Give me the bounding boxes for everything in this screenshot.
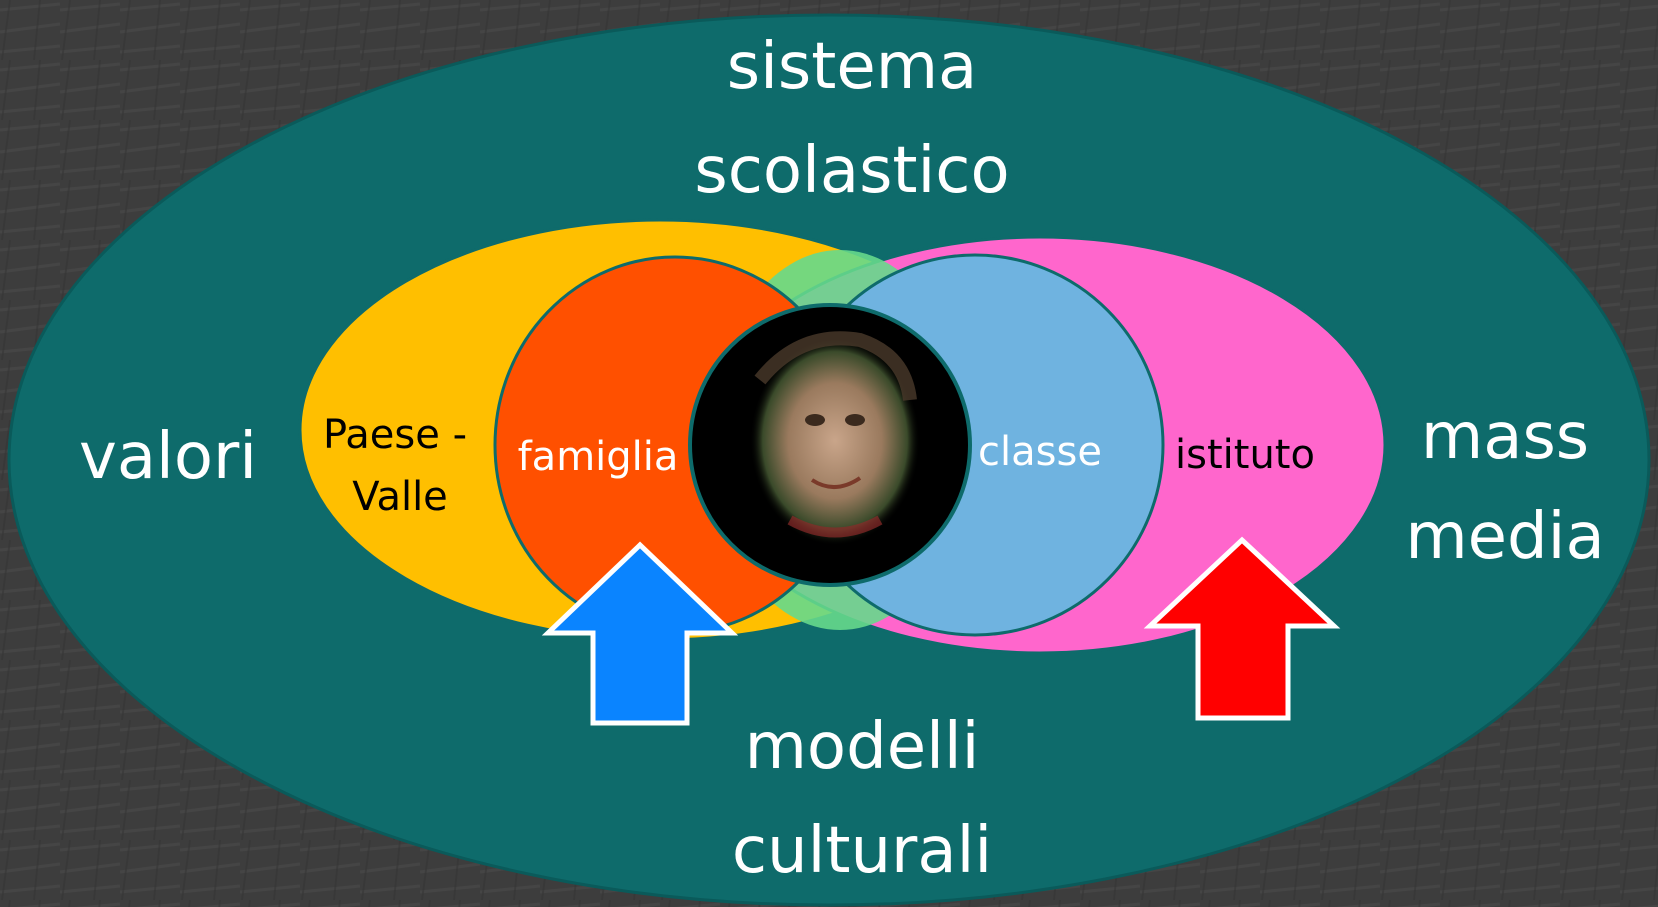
label-classe: classe <box>978 429 1102 475</box>
label-sistema: sistema <box>727 30 978 104</box>
label-istituto: istituto <box>1175 432 1315 478</box>
label-culturali: culturali <box>732 814 992 888</box>
label-valori: valori <box>79 420 257 494</box>
label-valle: Valle <box>352 474 448 520</box>
label-modelli: modelli <box>745 710 980 784</box>
red-arrow <box>1143 536 1341 721</box>
child-photo <box>750 331 920 550</box>
label-media: media <box>1405 500 1604 574</box>
label-famiglia: famiglia <box>518 434 679 480</box>
blue-arrow <box>541 541 739 726</box>
label-scolastico: scolastico <box>694 134 1009 208</box>
label-paese: Paese - <box>323 412 467 458</box>
label-mass: mass <box>1421 400 1589 474</box>
